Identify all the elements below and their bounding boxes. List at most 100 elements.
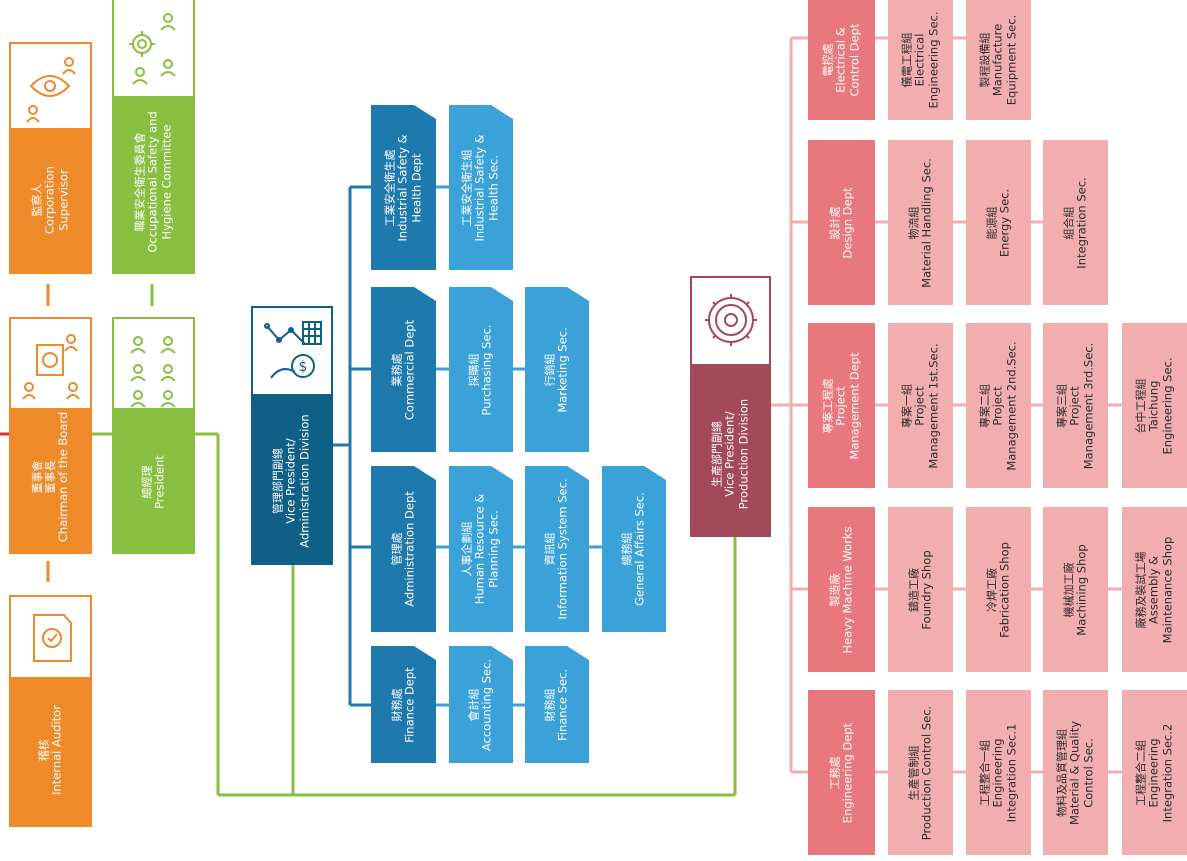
pm1-sec-zh: 專案一組	[900, 383, 914, 428]
eis1-sec-en2: Integration Sec.1	[1004, 723, 1019, 822]
engineering-dept-zh: 工務處	[828, 756, 842, 789]
mqc-sec-en1: Material & Quality	[1067, 720, 1082, 825]
production-vp-icon-panel	[690, 276, 771, 366]
assembly-shop-zh: 廠務及裝試工場	[1134, 551, 1148, 629]
safety-committee-box: 職業安全衛生委員會 Occupational Safety and Hygien…	[112, 0, 195, 274]
admin-vp-icon-panel: $	[251, 306, 333, 396]
pm3-sec-en1: Project	[1067, 385, 1082, 426]
internal-auditor-zh: 稽核	[37, 739, 51, 761]
machining-shop-en: Machining Shop	[1074, 543, 1089, 636]
engineering-dept-en: Engineering Dept	[840, 722, 855, 823]
eis1-sec-en1: Engineering	[990, 738, 1005, 808]
fabrication-shop-en: Fabrication Shop	[997, 541, 1012, 638]
people-group-icon	[130, 336, 176, 408]
taichung-sec-en1: Taichung	[1146, 380, 1161, 431]
marketing-sec-en: Marketing Sec.	[555, 326, 570, 413]
material-handling-sec-en: Material Handling Sec.	[919, 157, 934, 288]
finance-sec-en: Finance Sec.	[555, 668, 570, 741]
commercial-dept-en: Commercial Dept	[402, 319, 417, 420]
mfg-equip-sec-en2: Equipment Sec.	[1004, 14, 1019, 106]
mqc-sec-zh: 物料及品質管理組	[1055, 728, 1069, 817]
president-zh: 總經理	[140, 465, 154, 499]
production-control-sec-zh: 生產管制組	[907, 745, 921, 801]
mqc-sec-en2: Control Sec.	[1081, 737, 1096, 808]
taichung-sec-zh: 台中工程組	[1134, 378, 1148, 434]
taichung-sec-en2: Engineering Sec.	[1160, 356, 1175, 455]
production-vp-en2: Production Division	[736, 398, 751, 510]
project-dept-zh: 專案工程處	[821, 378, 835, 433]
electrical-eng-sec-zh: 儀電工程組	[900, 32, 914, 88]
pm2-sec-zh: 專案二組	[978, 383, 992, 428]
electrical-dept-zh: 電控處	[821, 43, 835, 77]
safety-committee-zh: 職業安全衛生委員會	[133, 132, 147, 232]
safety-committee-en1: Occupational Safety and	[145, 111, 160, 253]
design-dept-en: Design Dept	[840, 186, 855, 259]
administration-dept-zh: 管理處	[390, 532, 404, 566]
pm1-sec-en1: Project	[912, 385, 927, 426]
supervisor-en2: Supervisor	[56, 169, 71, 231]
foundry-shop-zh: 鑄造工廠	[907, 567, 921, 612]
project-dept-en2: Management Dept	[847, 351, 862, 460]
electrical-eng-sec-en2: Engineering Sec.	[926, 11, 941, 109]
pm2-sec-en2: Management 2nd.Sec.	[1004, 340, 1019, 471]
supervisor-en1: Corporation	[42, 166, 57, 234]
pm3-sec-zh: 專案三組	[1055, 383, 1069, 428]
admin-vp-en1: Vice President/	[283, 438, 298, 524]
safety-committee-icon-panel	[112, 0, 195, 98]
integration-sec-en: Integration Sec.	[1074, 176, 1089, 269]
heavy-machine-en: Heavy Machine Works	[840, 526, 855, 653]
electrical-eng-sec-en1: Electrical	[912, 33, 927, 87]
industrial-safety-sec-en1: Industrial Safety &	[472, 134, 487, 241]
internal-auditor-box: 稽核 Internal Auditor	[9, 595, 92, 827]
pm2-sec-en1: Project	[990, 385, 1005, 426]
design-dept-zh: 設計處	[828, 206, 842, 240]
production-vp-en1: Vice President/	[722, 411, 737, 497]
pm1-sec-en2: Management 1st.Sec.	[926, 342, 941, 469]
hr-sec-en1: Human Resource &	[472, 493, 487, 605]
finance-dept-zh: 財務處	[390, 688, 404, 722]
assembly-shop-en1: Assembly &	[1146, 555, 1161, 624]
energy-sec-zh: 能源組	[985, 206, 999, 239]
commercial-dept-zh: 業務處	[390, 353, 404, 386]
safety-committee-en2: Hygiene Committee	[159, 124, 174, 240]
eis1-sec-zh: 工程整合一組	[978, 739, 992, 806]
pm3-sec-en2: Management 3rd.Sec.	[1081, 342, 1096, 469]
info-sec-en: Information System Sec.	[555, 478, 570, 620]
supervision-eye-icon	[26, 57, 76, 123]
chairman-zh1: 董事會	[30, 460, 44, 494]
svg-text:$: $	[299, 359, 308, 375]
heavy-machine-zh: 製造廠	[828, 573, 842, 607]
eis2-sec-zh: 工程整合二組	[1134, 739, 1148, 806]
energy-sec-en: Energy Sec.	[997, 188, 1012, 257]
gear-production-icon	[705, 294, 757, 346]
supervisor-icon-panel	[9, 42, 92, 130]
production-vp-box: 生產部門副總 Vice President/ Production Divisi…	[690, 276, 771, 537]
finance-dept-en: Finance Dept	[402, 666, 417, 743]
finance-chart-icon: $	[264, 321, 322, 379]
chairman-box: 董事會 董事長 Chairman of the Board	[9, 317, 92, 554]
